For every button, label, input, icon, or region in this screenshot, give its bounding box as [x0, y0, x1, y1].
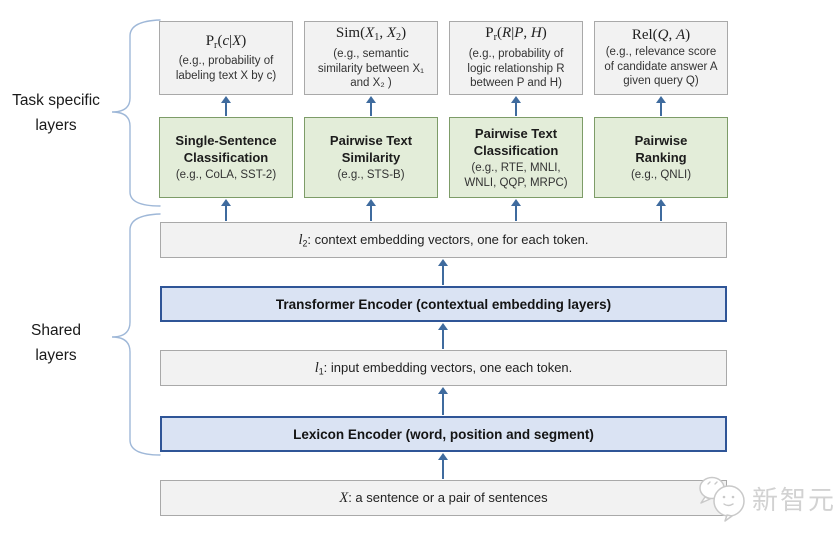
up-arrow	[221, 199, 231, 221]
output-box-pairwise-classification: Pr(R|P, H) (e.g., probability of logic r…	[449, 21, 583, 95]
up-arrow	[438, 387, 448, 415]
task-box-pairwise-text-similarity: Pairwise Text Similarity (e.g., STS-B)	[304, 117, 438, 198]
output-box-classification: Pr(c|X) (e.g., probability of labeling t…	[159, 21, 293, 95]
task-specific-label-line1: Task specific	[12, 92, 100, 109]
formula-rel-q-a: Rel(Q, A)	[631, 27, 691, 44]
layer-box-transformer-encoder: Transformer Encoder (contextual embeddin…	[160, 286, 727, 322]
up-arrow	[438, 259, 448, 285]
task-title: Pairwise Text Similarity	[329, 133, 413, 165]
watermark-text: 新智元	[752, 484, 837, 515]
input-box-x: X: a sentence or a pair of sentences	[160, 480, 727, 516]
up-arrow	[511, 96, 521, 116]
lexicon-encoder-label: Lexicon Encoder (word, position and segm…	[293, 426, 594, 442]
formula-sim-x1-x2: Sim(X1, X2)	[335, 25, 407, 44]
up-arrow	[656, 199, 666, 221]
up-arrow	[366, 96, 376, 116]
layer-box-l2: l2: context embedding vectors, one for e…	[160, 222, 727, 258]
up-arrow	[438, 323, 448, 349]
input-label: X: a sentence or a pair of sentences	[339, 489, 548, 506]
up-arrow	[221, 96, 231, 116]
layer-box-l1: l1: input embedding vectors, one each to…	[160, 350, 727, 386]
output-desc: (e.g., probability of labeling text X by…	[175, 55, 277, 82]
task-title: Single-Sentence Classification	[175, 133, 277, 165]
shared-layers-brace	[111, 213, 161, 456]
task-title: Pairwise Ranking	[634, 133, 688, 165]
output-desc: (e.g., relevance score of candidate answ…	[604, 46, 718, 88]
shared-label-line2: layers	[35, 347, 77, 364]
task-examples: (e.g., STS-B)	[337, 169, 405, 181]
up-arrow	[656, 96, 666, 116]
output-desc: (e.g., probability of logic relationship…	[467, 48, 565, 90]
l1-label: l1: input embedding vectors, one each to…	[314, 359, 573, 376]
l2-label: l2: context embedding vectors, one for e…	[298, 231, 589, 248]
task-examples: (e.g., QNLI)	[630, 169, 692, 181]
task-specific-label-line2: layers	[35, 117, 77, 134]
shared-label-line1: Shared	[31, 322, 81, 339]
task-specific-layers-label: Task specific layers	[0, 88, 112, 138]
task-examples: (e.g., CoLA, SST-2)	[175, 169, 277, 181]
task-box-single-sentence-classification: Single-Sentence Classification (e.g., Co…	[159, 117, 293, 198]
task-title: Pairwise Text Classification	[473, 125, 559, 158]
up-arrow	[438, 453, 448, 479]
shared-layers-label: Shared layers	[0, 318, 112, 368]
formula-pr-r-given-p-h: Pr(R|P, H)	[485, 25, 547, 44]
output-desc: (e.g., semantic similarity between X₁ an…	[317, 48, 425, 90]
output-box-ranking: Rel(Q, A) (e.g., relevance score of cand…	[594, 21, 728, 95]
up-arrow	[366, 199, 376, 221]
up-arrow	[511, 199, 521, 221]
task-box-pairwise-text-classification: Pairwise Text Classification (e.g., RTE,…	[449, 117, 583, 198]
output-box-similarity: Sim(X1, X2) (e.g., semantic similarity b…	[304, 21, 438, 95]
task-examples: (e.g., RTE, MNLI, WNLI, QQP, MRPC)	[464, 161, 568, 189]
task-specific-brace	[111, 19, 161, 207]
wechat-bubbles-icon	[699, 476, 745, 522]
formula-pr-c-given-x: Pr(c|X)	[205, 32, 247, 51]
layer-box-lexicon-encoder: Lexicon Encoder (word, position and segm…	[160, 416, 727, 452]
transformer-encoder-label: Transformer Encoder (contextual embeddin…	[275, 296, 612, 312]
task-box-pairwise-ranking: Pairwise Ranking (e.g., QNLI)	[594, 117, 728, 198]
watermark: 新智元	[698, 474, 836, 522]
